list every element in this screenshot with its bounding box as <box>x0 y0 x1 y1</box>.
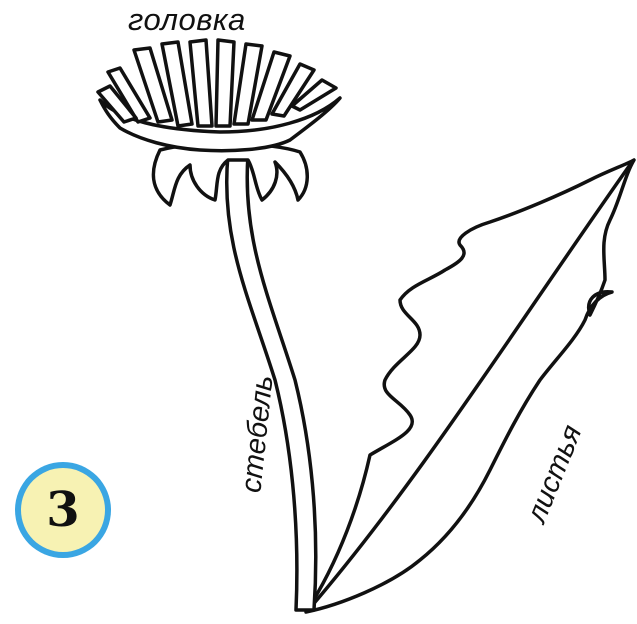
petal <box>216 40 234 126</box>
number-badge: 3 <box>15 462 111 558</box>
number-badge-inner: 3 <box>21 468 105 552</box>
badge-number: 3 <box>46 486 79 534</box>
head-label: головка <box>128 2 246 38</box>
petal <box>190 40 212 126</box>
